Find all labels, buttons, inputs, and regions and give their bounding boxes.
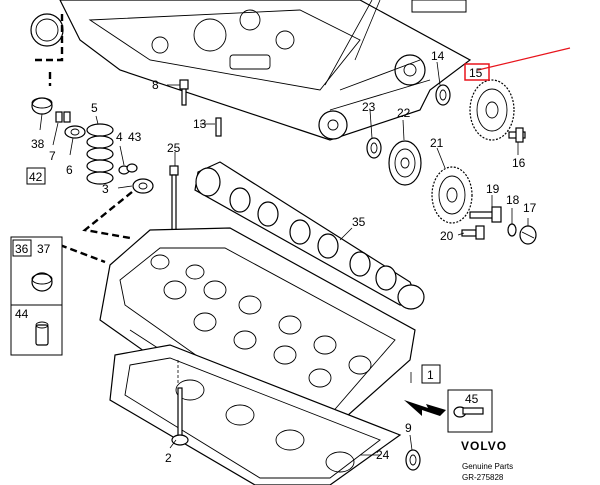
label-14: 14 [431, 49, 445, 63]
retainer-6 [64, 125, 86, 139]
label-25: 25 [167, 141, 181, 155]
box-36 [12, 239, 32, 257]
seat-3 [132, 178, 154, 194]
brand-name: VOLVO [461, 439, 507, 453]
bolt-16 [508, 127, 526, 143]
cap-dashed-link [32, 14, 64, 62]
label-22: 22 [397, 106, 411, 120]
gasket-24 [109, 344, 402, 485]
top-box [411, 0, 467, 13]
diagram-reference: GR-275828 [462, 473, 504, 482]
label-8: 8 [152, 78, 159, 92]
bolt-45 [453, 406, 484, 418]
bolt-20 [461, 225, 485, 240]
arrow-45 [404, 400, 446, 416]
label-18: 18 [506, 193, 520, 207]
cup-38 [31, 97, 53, 115]
label-20: 20 [440, 229, 454, 243]
camshaft-35 [194, 161, 425, 310]
seal-23 [366, 137, 382, 159]
label-17: 17 [523, 201, 537, 215]
label-38: 38 [31, 137, 45, 151]
seal-4 [118, 163, 138, 175]
seal-9 [405, 449, 421, 471]
seal-14 [435, 84, 451, 106]
label-23: 23 [362, 100, 376, 114]
label-43: 43 [128, 130, 142, 144]
label-16: 16 [512, 156, 526, 170]
bolt-25 [169, 165, 179, 236]
bolt-8 [179, 79, 189, 106]
label-19: 19 [486, 182, 500, 196]
label-2: 2 [165, 451, 172, 465]
sleeve-44 [35, 321, 49, 346]
label-45: 45 [465, 392, 479, 406]
label-44: 44 [15, 307, 29, 321]
highlight-pointer [477, 47, 571, 71]
label-9: 9 [405, 421, 412, 435]
label-15: 15 [469, 66, 483, 80]
highlight-box [464, 63, 490, 81]
oil-filler-cap [30, 13, 64, 47]
box-42 [26, 167, 46, 185]
label-7: 7 [49, 149, 56, 163]
keeper-7 [55, 111, 71, 123]
label-5: 5 [91, 101, 98, 115]
valve-dashed-link [82, 191, 133, 240]
gear-21 [431, 166, 473, 224]
valve-2 [171, 387, 189, 446]
washer-18 [507, 223, 517, 237]
label-4: 4 [116, 130, 123, 144]
camshaft-cover [59, 0, 472, 141]
label-13: 13 [193, 117, 207, 131]
cover-arrows [324, 0, 381, 86]
plug-17 [519, 225, 537, 245]
label-24: 24 [376, 448, 390, 462]
label-3: 3 [102, 182, 109, 196]
gear-15 [469, 79, 515, 141]
box-1 [421, 364, 441, 384]
vvt-unit-22 [388, 140, 422, 186]
brand-tagline: Genuine Parts [462, 462, 513, 471]
label-35: 35 [352, 215, 366, 229]
label-37: 37 [37, 242, 51, 256]
label-36: 36 [15, 242, 29, 256]
panel-44 [10, 304, 63, 356]
cup-37 [31, 272, 53, 292]
spring-5 [86, 123, 114, 185]
bolt-19 [469, 206, 502, 223]
pin-13 [215, 117, 222, 137]
panel-dashed-link [59, 243, 106, 264]
label-21: 21 [430, 136, 444, 150]
label-42: 42 [29, 170, 43, 184]
label-1: 1 [427, 368, 434, 382]
leader-lines [39, 61, 529, 456]
label-6: 6 [66, 163, 73, 177]
